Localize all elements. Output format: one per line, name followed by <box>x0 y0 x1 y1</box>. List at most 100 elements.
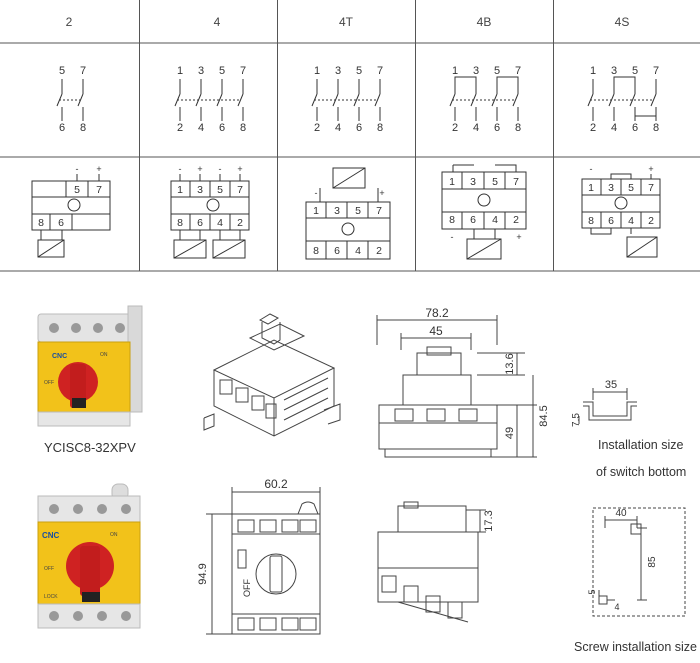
dim-85: 85 <box>647 556 658 568</box>
svg-text:7: 7 <box>96 184 102 196</box>
svg-text:4: 4 <box>611 122 617 134</box>
svg-text:1: 1 <box>449 176 455 188</box>
svg-text:8: 8 <box>313 245 319 257</box>
svg-text:7: 7 <box>237 184 243 196</box>
svg-text:6: 6 <box>334 245 340 257</box>
header-4t: 4T <box>339 15 354 29</box>
svg-text:-: - <box>451 232 454 242</box>
wiring-diagram-4t <box>305 167 391 260</box>
svg-text:4: 4 <box>217 217 223 229</box>
svg-text:+: + <box>516 232 521 242</box>
product-photo-1: CNC ON OFF <box>30 300 148 430</box>
header-4b: 4B <box>477 15 492 29</box>
svg-text:+: + <box>648 164 653 174</box>
wiring-diagram-2 <box>31 174 111 258</box>
svg-text:1: 1 <box>314 65 320 77</box>
installation-size-label-1: Installation size <box>598 438 684 452</box>
dim-7-5: 7.5 <box>571 413 582 427</box>
brand-logo: CNC <box>52 353 67 360</box>
svg-text:2: 2 <box>314 122 320 134</box>
svg-text:3: 3 <box>611 65 617 77</box>
svg-text:7: 7 <box>80 65 86 77</box>
dim-13-6: 13.6 <box>504 353 516 374</box>
svg-text:6: 6 <box>494 122 500 134</box>
dim-5: 5 <box>587 589 597 594</box>
svg-text:3: 3 <box>334 205 340 217</box>
svg-text:7: 7 <box>515 65 521 77</box>
svg-text:+: + <box>197 164 202 174</box>
svg-text:LOCK: LOCK <box>44 594 58 600</box>
svg-text:4: 4 <box>473 122 479 134</box>
header-2: 2 <box>66 15 73 29</box>
svg-text:5: 5 <box>492 176 498 188</box>
svg-text:2: 2 <box>237 217 243 229</box>
svg-text:CNC: CNC <box>42 531 60 540</box>
svg-text:5: 5 <box>494 65 500 77</box>
svg-text:+: + <box>379 188 384 198</box>
svg-text:8: 8 <box>80 122 86 134</box>
svg-text:1: 1 <box>590 65 596 77</box>
contact-schematic-4b: 1 3 5 7 2 4 6 8 <box>449 65 521 134</box>
svg-text:5: 5 <box>628 182 634 194</box>
dim-4: 4 <box>614 602 619 612</box>
svg-text:7: 7 <box>513 176 519 188</box>
contact-schematic-2: 5 7 6 8 <box>56 65 86 134</box>
screw-installation-label: Screw installation size <box>574 640 697 654</box>
installation-size-label-2: of switch bottom <box>596 465 687 479</box>
dim-84-5: 84.5 <box>538 405 550 426</box>
svg-text:6: 6 <box>197 217 203 229</box>
dim-60-2: 60.2 <box>264 478 288 491</box>
side-view-drawing: 17.3 <box>377 501 495 623</box>
dim-78-2: 78.2 <box>425 306 449 320</box>
svg-text:7: 7 <box>648 182 654 194</box>
svg-text:2: 2 <box>376 245 382 257</box>
svg-text:5: 5 <box>355 205 361 217</box>
svg-text:-: - <box>76 164 79 174</box>
svg-text:5: 5 <box>217 184 223 196</box>
svg-text:6: 6 <box>59 122 65 134</box>
svg-text:6: 6 <box>470 214 476 226</box>
svg-text:+: + <box>237 164 242 174</box>
svg-text:3: 3 <box>197 184 203 196</box>
front-dimension-drawing: 60.2 94.9 OFF <box>197 478 321 635</box>
dim-49: 49 <box>504 427 516 439</box>
dim-35: 35 <box>605 379 617 391</box>
svg-text:1: 1 <box>177 65 183 77</box>
svg-text:7: 7 <box>376 205 382 217</box>
svg-text:6: 6 <box>608 215 614 227</box>
svg-text:OFF: OFF <box>44 380 54 386</box>
svg-text:5: 5 <box>356 65 362 77</box>
svg-text:-: - <box>219 164 222 174</box>
dim-17-3: 17.3 <box>483 510 495 531</box>
svg-text:6: 6 <box>356 122 362 134</box>
svg-text:ON: ON <box>110 532 118 538</box>
svg-text:8: 8 <box>449 214 455 226</box>
svg-text:8: 8 <box>38 217 44 229</box>
svg-text:5: 5 <box>59 65 65 77</box>
side-dimension-drawing: 78.2 45 13.6 84.5 49 <box>376 306 550 458</box>
header-4: 4 <box>214 15 221 29</box>
svg-text:-: - <box>590 164 593 174</box>
svg-text:8: 8 <box>377 122 383 134</box>
svg-text:2: 2 <box>452 122 458 134</box>
svg-text:2: 2 <box>177 122 183 134</box>
svg-text:5: 5 <box>219 65 225 77</box>
svg-text:1: 1 <box>177 184 183 196</box>
svg-text:3: 3 <box>473 65 479 77</box>
svg-text:8: 8 <box>515 122 521 134</box>
svg-text:6: 6 <box>58 217 64 229</box>
svg-text:1: 1 <box>452 65 458 77</box>
svg-text:3: 3 <box>335 65 341 77</box>
svg-text:-: - <box>315 188 318 198</box>
svg-text:4: 4 <box>492 214 498 226</box>
svg-text:3: 3 <box>608 182 614 194</box>
svg-text:2: 2 <box>513 214 519 226</box>
din-rail-drawing: 35 7.5 <box>571 379 637 427</box>
svg-text:OFF: OFF <box>44 566 54 572</box>
svg-text:-: - <box>179 164 182 174</box>
svg-text:+: + <box>96 164 101 174</box>
